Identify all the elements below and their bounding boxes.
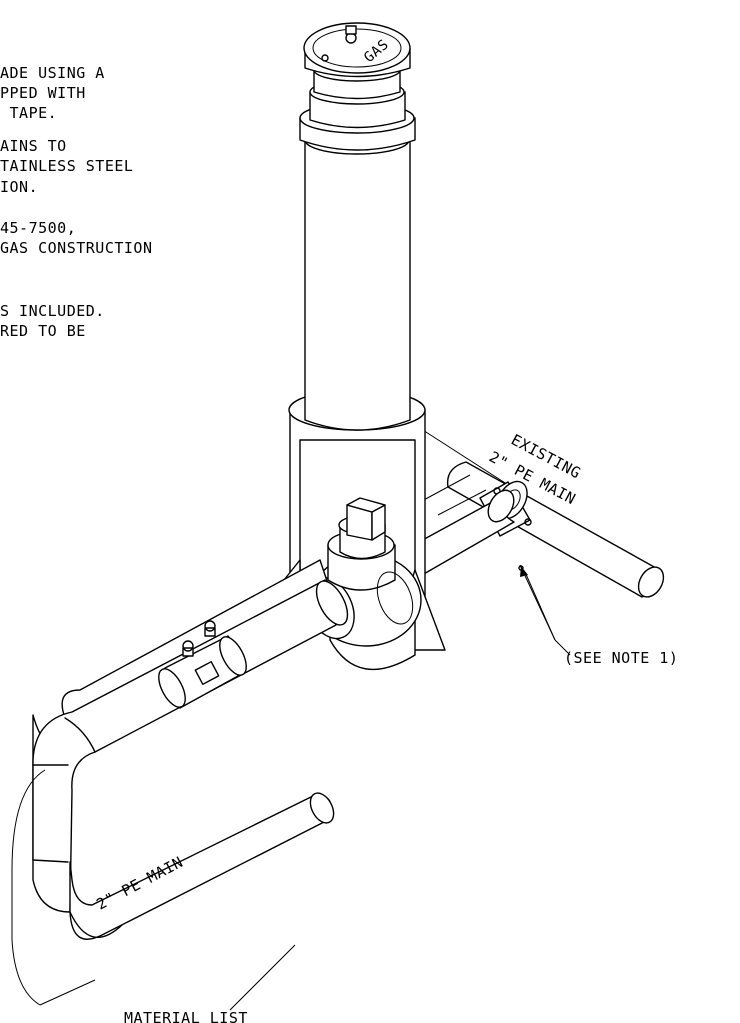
material-list-label: MATERIAL LIST [124,1009,248,1023]
note-line: S INCLUDED. [0,302,105,320]
valve-box-extension [299,58,416,431]
electrofusion-coupling [158,620,247,709]
note-line: RED TO BE [0,322,86,340]
note-line: TAINLESS STEEL [0,157,134,175]
pe-main-lower [69,792,335,940]
note-leader [520,566,571,656]
trench-outline [11,769,96,1006]
note-line: GAS CONSTRUCTION [0,239,153,257]
note-line: ION. [0,178,39,196]
note-line: AINS TO [0,137,67,155]
pe-main-pipe [32,559,349,913]
valve-box-lid: GAS [303,22,411,78]
note-line: 45-7500, [0,219,77,237]
note-line: ADE USING A [0,64,105,82]
note-line: PPED WITH [0,84,86,102]
note-line: TAPE. [0,104,58,122]
see-note-label: (SEE NOTE 1) [564,649,678,667]
